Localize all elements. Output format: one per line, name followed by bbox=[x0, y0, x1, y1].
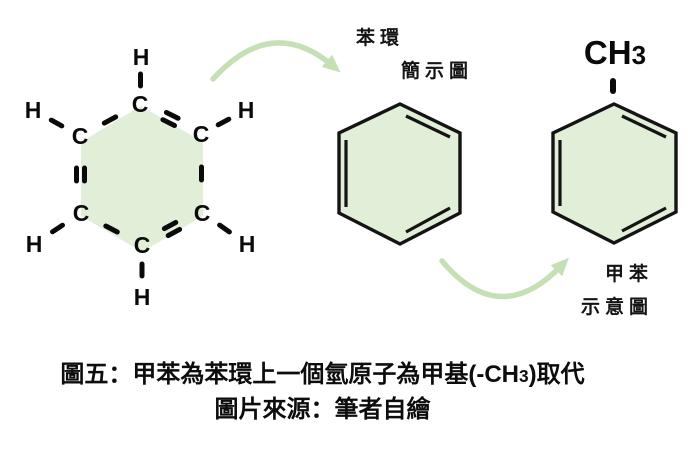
toluene-hexagon bbox=[551, 102, 678, 245]
curved-arrow-middle-to-right bbox=[439, 257, 569, 300]
carbon-atom-label: C bbox=[193, 121, 210, 147]
caption-line2: 圖片來源：筆者自繪 bbox=[214, 396, 431, 423]
ch-bond-dash bbox=[217, 222, 232, 235]
figure-caption: 圖五：甲苯為苯環上一個氫原子為甲基(-CH3)取代 圖片來源：筆者自繪 bbox=[0, 358, 645, 427]
benzene-ring-label: 苯環 簡示圖 bbox=[356, 22, 473, 88]
single-bond-dash bbox=[103, 223, 120, 235]
toluene-label-line2: 示意圖 bbox=[580, 297, 653, 318]
hydrogen-atom-label: H bbox=[134, 284, 151, 310]
double-bond-line bbox=[405, 206, 451, 234]
double-bond-line bbox=[621, 114, 667, 139]
benzene-ring-label-line1: 苯環 bbox=[356, 28, 405, 49]
carbon-atom-label: C bbox=[132, 91, 149, 117]
ch-bond-dash bbox=[48, 117, 65, 129]
double-bond-dash bbox=[161, 219, 179, 232]
hydrogen-atom-label: H bbox=[133, 44, 150, 70]
methyl-ch: CH bbox=[584, 34, 632, 71]
methyl-sub-3: 3 bbox=[632, 40, 646, 70]
caption-line1-subscript: 3 bbox=[519, 366, 529, 386]
hydrogen-atom-label: H bbox=[239, 231, 256, 257]
benzene-ring-fill bbox=[81, 106, 203, 252]
hydrogen-atom-label: H bbox=[25, 97, 42, 123]
ch-bond-dash bbox=[50, 222, 65, 235]
double-bond-line bbox=[621, 206, 667, 233]
carbon-atom-label: C bbox=[134, 232, 151, 258]
single-bond-dash bbox=[101, 114, 119, 126]
caption-line1-pre: 圖五：甲苯為苯環上一個氫原子為甲基(-CH bbox=[60, 361, 520, 388]
toluene-label-line1: 甲苯 bbox=[604, 264, 653, 285]
hydrogen-atom-label: H bbox=[26, 231, 43, 257]
double-bond-dash bbox=[160, 117, 177, 128]
double-bond-dash bbox=[163, 110, 181, 121]
caption-line1-post: )取代 bbox=[528, 361, 585, 388]
double-bond-dash bbox=[165, 226, 183, 239]
ch-bond-dash bbox=[215, 116, 232, 128]
caption-line1: 圖五：甲苯為苯環上一個氫原子為甲基(-CH3)取代 bbox=[0, 358, 645, 393]
hydrogen-atom-label: H bbox=[238, 97, 255, 123]
benzene-ring-label-line2: 簡示圖 bbox=[401, 61, 474, 82]
toluene-structure: CH3 bbox=[551, 34, 678, 245]
curved-arrow-left-to-middle bbox=[210, 40, 341, 82]
detailed-benzene-structure: C C C C C C H H H H H H bbox=[25, 44, 256, 310]
methyl-group-label: CH3 bbox=[584, 34, 646, 71]
carbon-atom-label: C bbox=[194, 200, 211, 226]
simple-benzene-structure bbox=[337, 102, 462, 246]
carbon-atom-label: C bbox=[73, 200, 90, 226]
carbon-atom-label: C bbox=[72, 123, 89, 149]
double-bond-line bbox=[405, 114, 451, 139]
benzene-hexagon bbox=[337, 102, 462, 246]
toluene-label: 甲苯 示意圖 bbox=[556, 258, 653, 324]
